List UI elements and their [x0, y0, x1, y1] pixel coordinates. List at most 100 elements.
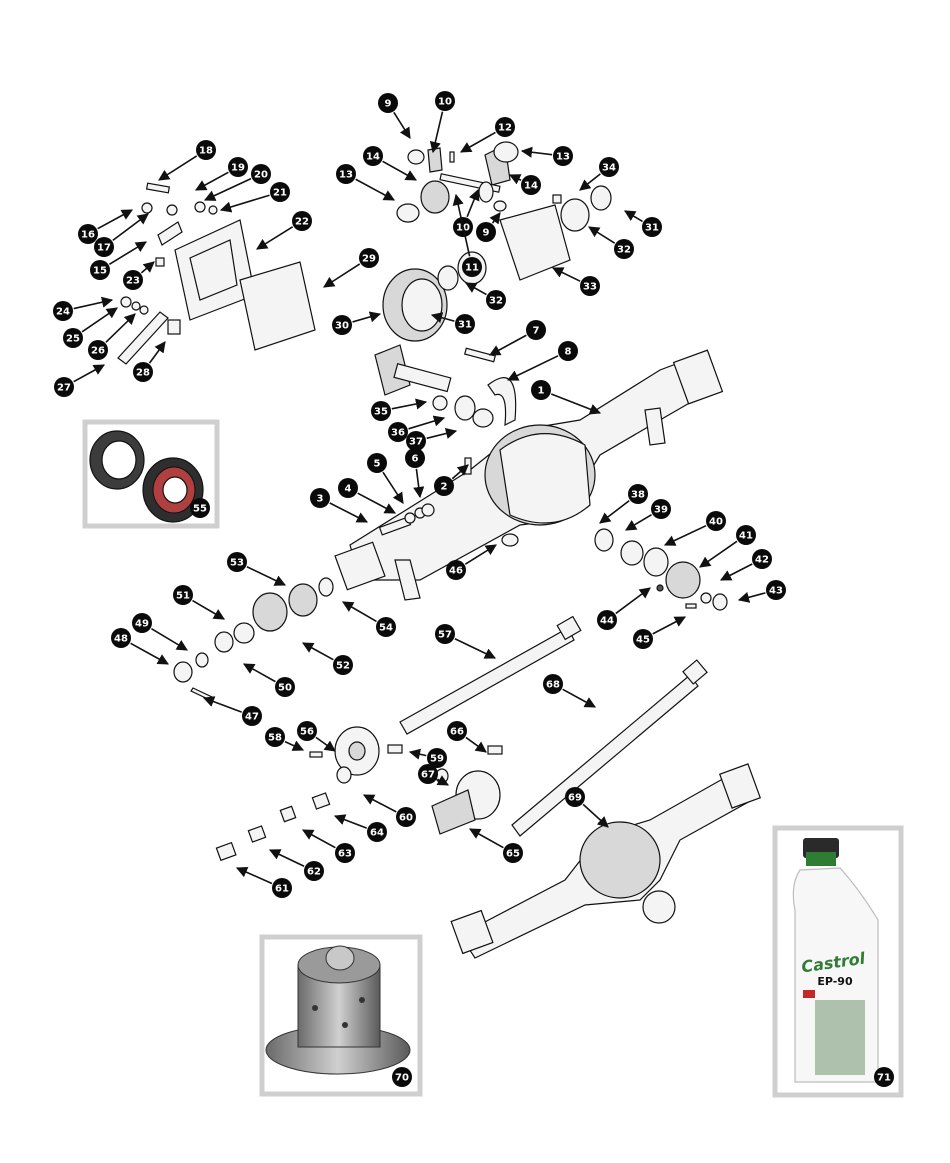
- callout-32: 32: [465, 282, 506, 310]
- callout-leader-arrow: [452, 193, 471, 257]
- callout-31: 31: [624, 210, 662, 237]
- callout-number: 6: [412, 454, 419, 465]
- callout-64: 64: [333, 814, 387, 842]
- pinion-assembly-drawing: [374, 344, 494, 428]
- callout-number: 48: [114, 634, 128, 645]
- callout-badge: [275, 677, 295, 697]
- callout-leader-arrow: [81, 307, 118, 333]
- callout-badge: [338, 478, 358, 498]
- callout-leader-arrow: [151, 627, 188, 651]
- callout-badge: [332, 315, 352, 335]
- callout-badge: [363, 146, 383, 166]
- callout-badge: [367, 822, 387, 842]
- callout-4: 4: [338, 478, 396, 514]
- callout-18: 18: [158, 140, 216, 181]
- callout-leader-arrow: [408, 748, 427, 760]
- callout-leader-arrow: [195, 171, 229, 191]
- callout-number: 66: [450, 727, 464, 738]
- callout-badge: [396, 807, 416, 827]
- callout-number: 58: [268, 733, 282, 744]
- callout-badge: [392, 1067, 412, 1087]
- oil-seal-drawing: [89, 430, 145, 490]
- callout-9: 9: [476, 212, 501, 242]
- callout-badge: [651, 499, 671, 519]
- callout-leader-arrow: [355, 178, 395, 201]
- callout-number: 36: [391, 428, 405, 439]
- complete-axle-assembly-drawing: [450, 763, 762, 959]
- callout-badge: [766, 580, 786, 600]
- bearing-drawing: [142, 457, 204, 523]
- callout-number: 33: [583, 282, 597, 293]
- callout-71: 71: [874, 1067, 894, 1087]
- callout-11: 11: [452, 193, 482, 277]
- callout-number: 15: [93, 266, 107, 277]
- callout-number: 31: [458, 320, 472, 331]
- callout-leader-arrow: [624, 210, 643, 223]
- callout-number: 17: [97, 243, 111, 254]
- callout-badge: [543, 674, 563, 694]
- callout-48: 48: [111, 628, 169, 665]
- callout-badge: [446, 560, 466, 580]
- callout-leader-arrow: [329, 502, 368, 523]
- callout-badge: [123, 270, 143, 290]
- callout-number: 22: [295, 217, 309, 228]
- callout-badge: [367, 453, 387, 473]
- callout-badge: [752, 549, 772, 569]
- callout-leader-arrow: [466, 188, 480, 218]
- callout-badge: [304, 861, 324, 881]
- callout-number: 16: [81, 230, 95, 241]
- callout-leader-arrow: [243, 663, 276, 683]
- callout-number: 64: [370, 828, 384, 839]
- callout-13: 13: [336, 164, 395, 201]
- callout-leader-arrow: [256, 226, 294, 250]
- callout-29: 29: [323, 248, 379, 288]
- callout-number: 50: [278, 683, 292, 694]
- callout-badge: [455, 314, 475, 334]
- callout-number: 14: [524, 181, 538, 192]
- callout-badge: [88, 340, 108, 360]
- callout-leader-arrow: [436, 775, 449, 786]
- callout-leader-arrow: [323, 263, 361, 288]
- callout-56: 56: [297, 721, 336, 752]
- callout-14: 14: [508, 174, 541, 195]
- callout-16: 16: [78, 209, 133, 244]
- callout-badge: [580, 276, 600, 296]
- callout-68: 68: [543, 674, 596, 708]
- callout-46: 46: [446, 544, 497, 580]
- callout-25: 25: [63, 307, 118, 348]
- callout-49: 49: [132, 613, 188, 651]
- callout-badge: [521, 175, 541, 195]
- callout-number: 12: [498, 123, 512, 134]
- callout-number: 68: [546, 680, 560, 691]
- callout-53: 53: [227, 552, 287, 586]
- callout-27: 27: [54, 364, 105, 397]
- callout-17: 17: [94, 213, 149, 257]
- callout-badge: [371, 401, 391, 421]
- callout-badge: [251, 164, 271, 184]
- callout-badge: [614, 239, 634, 259]
- callout-leader-arrow: [357, 492, 396, 514]
- callout-number: 30: [335, 321, 349, 332]
- callout-number: 32: [489, 296, 503, 307]
- callout-badge: [376, 617, 396, 637]
- oil-bottle-product-text: EP-90: [817, 975, 853, 988]
- callout-number: 45: [636, 635, 650, 646]
- callout-62: 62: [268, 849, 324, 881]
- callout-39: 39: [625, 499, 671, 531]
- callout-leader-arrow: [430, 312, 455, 324]
- callout-14: 14: [363, 146, 417, 181]
- callout-leader-arrow: [625, 513, 652, 531]
- callout-badge: [359, 248, 379, 268]
- callout-leader-arrow: [465, 282, 487, 296]
- callout-number: 20: [254, 170, 268, 181]
- callout-55: 55: [190, 498, 210, 518]
- callout-badge: [173, 585, 193, 605]
- callout-59: 59: [408, 748, 447, 768]
- callout-badge: [736, 525, 756, 545]
- callout-number: 59: [430, 754, 444, 765]
- callout-leader-arrow: [720, 563, 753, 581]
- callout-badge: [63, 328, 83, 348]
- callout-44: 44: [597, 587, 651, 630]
- callout-badge: [406, 431, 426, 451]
- callout-number: 40: [709, 517, 723, 528]
